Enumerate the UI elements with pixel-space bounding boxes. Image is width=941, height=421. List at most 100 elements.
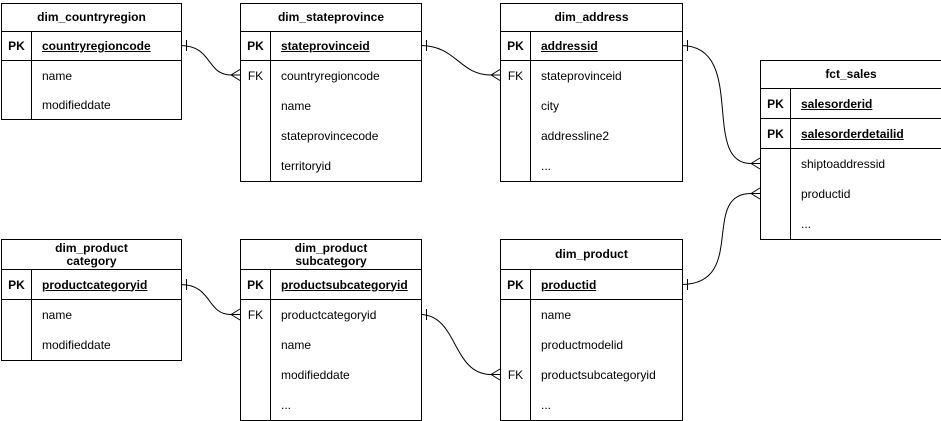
field-column: countryregioncode name stateprovincecode… xyxy=(271,61,421,181)
pk-row: PK salesorderid xyxy=(761,89,941,119)
field-column: name productmodelid productsubcategoryid… xyxy=(531,300,682,420)
cardinality-many-crowfoot xyxy=(490,368,501,381)
field-column: productcategoryid name modifieddate ... xyxy=(271,300,421,420)
entity-title: dim_countryregion xyxy=(2,4,181,32)
field-column: name modifieddate xyxy=(32,300,181,360)
relationship-address-fctsales[interactable] xyxy=(680,40,761,170)
relationship-category-subcategory[interactable] xyxy=(179,279,241,321)
entity-dim-product-category[interactable]: dim_product category PK productcategoryi… xyxy=(1,239,182,361)
cardinality-many-crowfoot xyxy=(490,69,501,81)
field: territoryid xyxy=(281,159,332,173)
relationship-line xyxy=(179,45,232,76)
key-label xyxy=(2,90,31,119)
key-label xyxy=(241,151,270,181)
relationship-product-fctsales[interactable] xyxy=(680,187,761,290)
cardinality-many-crowfoot xyxy=(230,308,241,321)
key-label xyxy=(501,151,530,181)
key-label xyxy=(2,330,31,360)
entity-dim-countryregion[interactable]: dim_countryregion PK countryregioncode n… xyxy=(1,3,182,120)
entity-title: dim_stateprovince xyxy=(241,4,421,32)
relationship-line xyxy=(419,314,492,375)
entity-body: FK stateprovinceid city addressline2 ... xyxy=(501,61,682,181)
field: name xyxy=(281,99,312,113)
entity-dim-product-subcategory[interactable]: dim_product subcategory PK productsubcat… xyxy=(240,239,422,421)
entity-dim-stateprovince[interactable]: dim_stateprovince PK stateprovinceid FK … xyxy=(240,3,422,182)
field: productsubcategoryid xyxy=(541,368,656,382)
pk-label: PK xyxy=(241,270,271,299)
field: name xyxy=(42,308,73,322)
entity-dim-address[interactable]: dim_address PK addressid FK stateprovinc… xyxy=(500,3,683,182)
entity-body: name modifieddate xyxy=(2,61,181,119)
entity-title-text: dim_stateprovince xyxy=(277,10,385,24)
entity-body: FK productcategoryid name modifieddate .… xyxy=(241,300,421,420)
field: stateprovincecode xyxy=(281,129,379,143)
key-label xyxy=(761,209,790,239)
pk-field: salesorderdetailid xyxy=(801,126,904,141)
key-column: FK xyxy=(241,61,271,181)
entity-body: name modifieddate xyxy=(2,300,181,360)
relationship-stateprovince-address[interactable] xyxy=(419,40,501,81)
field: name xyxy=(42,68,73,83)
field: shiptoaddressid xyxy=(801,157,886,171)
relationship-subcategory-product[interactable] xyxy=(419,309,501,381)
pk-row: PK productcategoryid xyxy=(2,270,181,300)
key-column: FK xyxy=(501,300,531,420)
field: countryregioncode xyxy=(281,69,380,83)
field: modifieddate xyxy=(42,97,111,112)
field: productcategoryid xyxy=(281,308,377,322)
pk-label: PK xyxy=(241,32,271,60)
pk-field: stateprovinceid xyxy=(281,39,370,53)
field-column: shiptoaddressid productid ... xyxy=(791,149,941,239)
relationship-line xyxy=(680,193,752,285)
key-label xyxy=(241,91,270,121)
field: ... xyxy=(281,398,292,412)
entity-title-text: dim_product xyxy=(294,240,368,255)
entity-fct-sales[interactable]: fct_sales PK salesorderid PK salesorderd… xyxy=(760,60,941,240)
pk-label: PK xyxy=(2,32,32,60)
field: ... xyxy=(541,159,552,173)
field: stateprovinceid xyxy=(541,69,622,83)
pk-label: PK xyxy=(501,32,531,60)
field-column: stateprovinceid city addressline2 ... xyxy=(531,61,682,181)
entity-body: shiptoaddressid productid ... xyxy=(761,149,941,239)
key-column xyxy=(2,300,32,360)
field: name xyxy=(281,338,312,352)
key-label xyxy=(241,330,270,360)
field: productid xyxy=(801,187,851,201)
field: city xyxy=(541,99,559,113)
entity-dim-product[interactable]: dim_product PK productid FK name product… xyxy=(500,239,683,421)
pk-label: PK xyxy=(761,89,791,118)
key-label xyxy=(501,300,530,330)
field: modifieddate xyxy=(281,368,350,382)
cardinality-many-crowfoot xyxy=(750,187,761,200)
key-label xyxy=(501,91,530,121)
cardinality-many-crowfoot xyxy=(230,69,241,81)
field: name xyxy=(541,308,572,322)
pk-row: PK productid xyxy=(501,270,682,300)
entity-title: dim_product subcategory xyxy=(241,240,421,270)
field-column: name modifieddate xyxy=(32,61,181,119)
pk-label: PK xyxy=(2,270,32,299)
field: productmodelid xyxy=(541,338,624,352)
key-column: FK xyxy=(501,61,531,181)
pk-label: PK xyxy=(761,119,791,148)
field: modifieddate xyxy=(42,338,111,352)
key-label xyxy=(241,121,270,151)
key-label: FK xyxy=(507,69,524,83)
key-label: FK xyxy=(247,69,264,83)
pk-field: addressid xyxy=(541,39,598,53)
key-label xyxy=(241,360,270,390)
key-label xyxy=(761,179,790,209)
pk-label: PK xyxy=(501,270,531,299)
entity-title-text: fct_sales xyxy=(825,67,877,81)
entity-title-text: dim_address xyxy=(554,10,629,24)
field: addressline2 xyxy=(541,129,610,143)
entity-body: FK name productmodelid productsubcategor… xyxy=(501,300,682,420)
pk-field: salesorderid xyxy=(801,96,873,111)
key-label xyxy=(2,61,31,90)
pk-row: PK addressid xyxy=(501,32,682,61)
relationship-countryregion-stateprovince[interactable] xyxy=(179,40,241,81)
entity-title-text: dim_product xyxy=(55,240,128,255)
entity-title-text: subcategory xyxy=(295,253,367,268)
key-label xyxy=(501,330,530,360)
